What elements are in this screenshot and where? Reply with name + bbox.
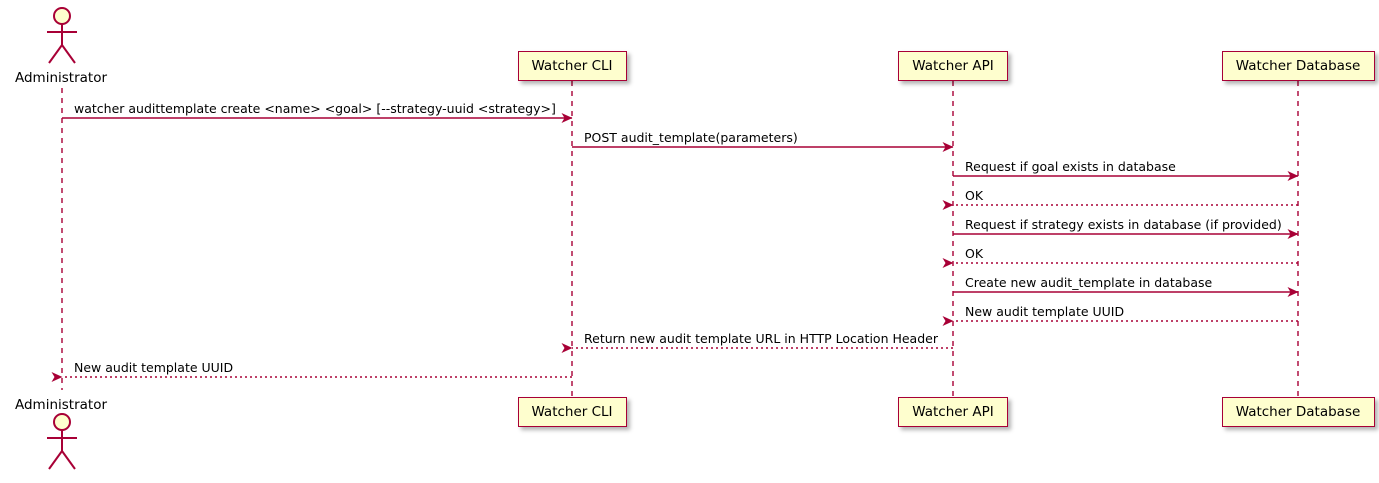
- actor-figure-administrator: [47, 7, 77, 64]
- message-label-3: Request if goal exists in database: [965, 159, 1176, 174]
- message-label-5: Request if strategy exists in database (…: [965, 217, 1282, 232]
- message-arrows-group: [51, 113, 1299, 382]
- actor-label-administrator: Administrator: [14, 70, 108, 86]
- actor-label-administrator: Administrator: [14, 397, 108, 413]
- participant-box-watcher-database[interactable]: Watcher Database: [1221, 51, 1375, 81]
- message-label-2: POST audit_template(parameters): [584, 130, 798, 145]
- message-label-9: Return new audit template URL in HTTP Lo…: [584, 331, 938, 346]
- actor-figure-administrator: [47, 413, 77, 470]
- actor-figures-group: [47, 7, 77, 470]
- message-label-10: New audit template UUID: [74, 360, 234, 375]
- message-label-7: Create new audit_template in database: [965, 275, 1213, 290]
- participant-box-watcher-api[interactable]: Watcher API: [898, 51, 1008, 81]
- message-label-1: watcher audittemplate create <name> <goa…: [74, 101, 556, 116]
- message-label-8: New audit template UUID: [965, 304, 1125, 319]
- message-label-4: OK: [965, 188, 984, 203]
- message-label-6: OK: [965, 246, 984, 261]
- participant-box-watcher-cli[interactable]: Watcher CLI: [517, 51, 627, 81]
- participant-box-watcher-api[interactable]: Watcher API: [898, 397, 1008, 427]
- lifelines-group: [61, 81, 1299, 397]
- participant-box-watcher-cli[interactable]: Watcher CLI: [517, 397, 627, 427]
- participant-box-watcher-database[interactable]: Watcher Database: [1221, 397, 1375, 427]
